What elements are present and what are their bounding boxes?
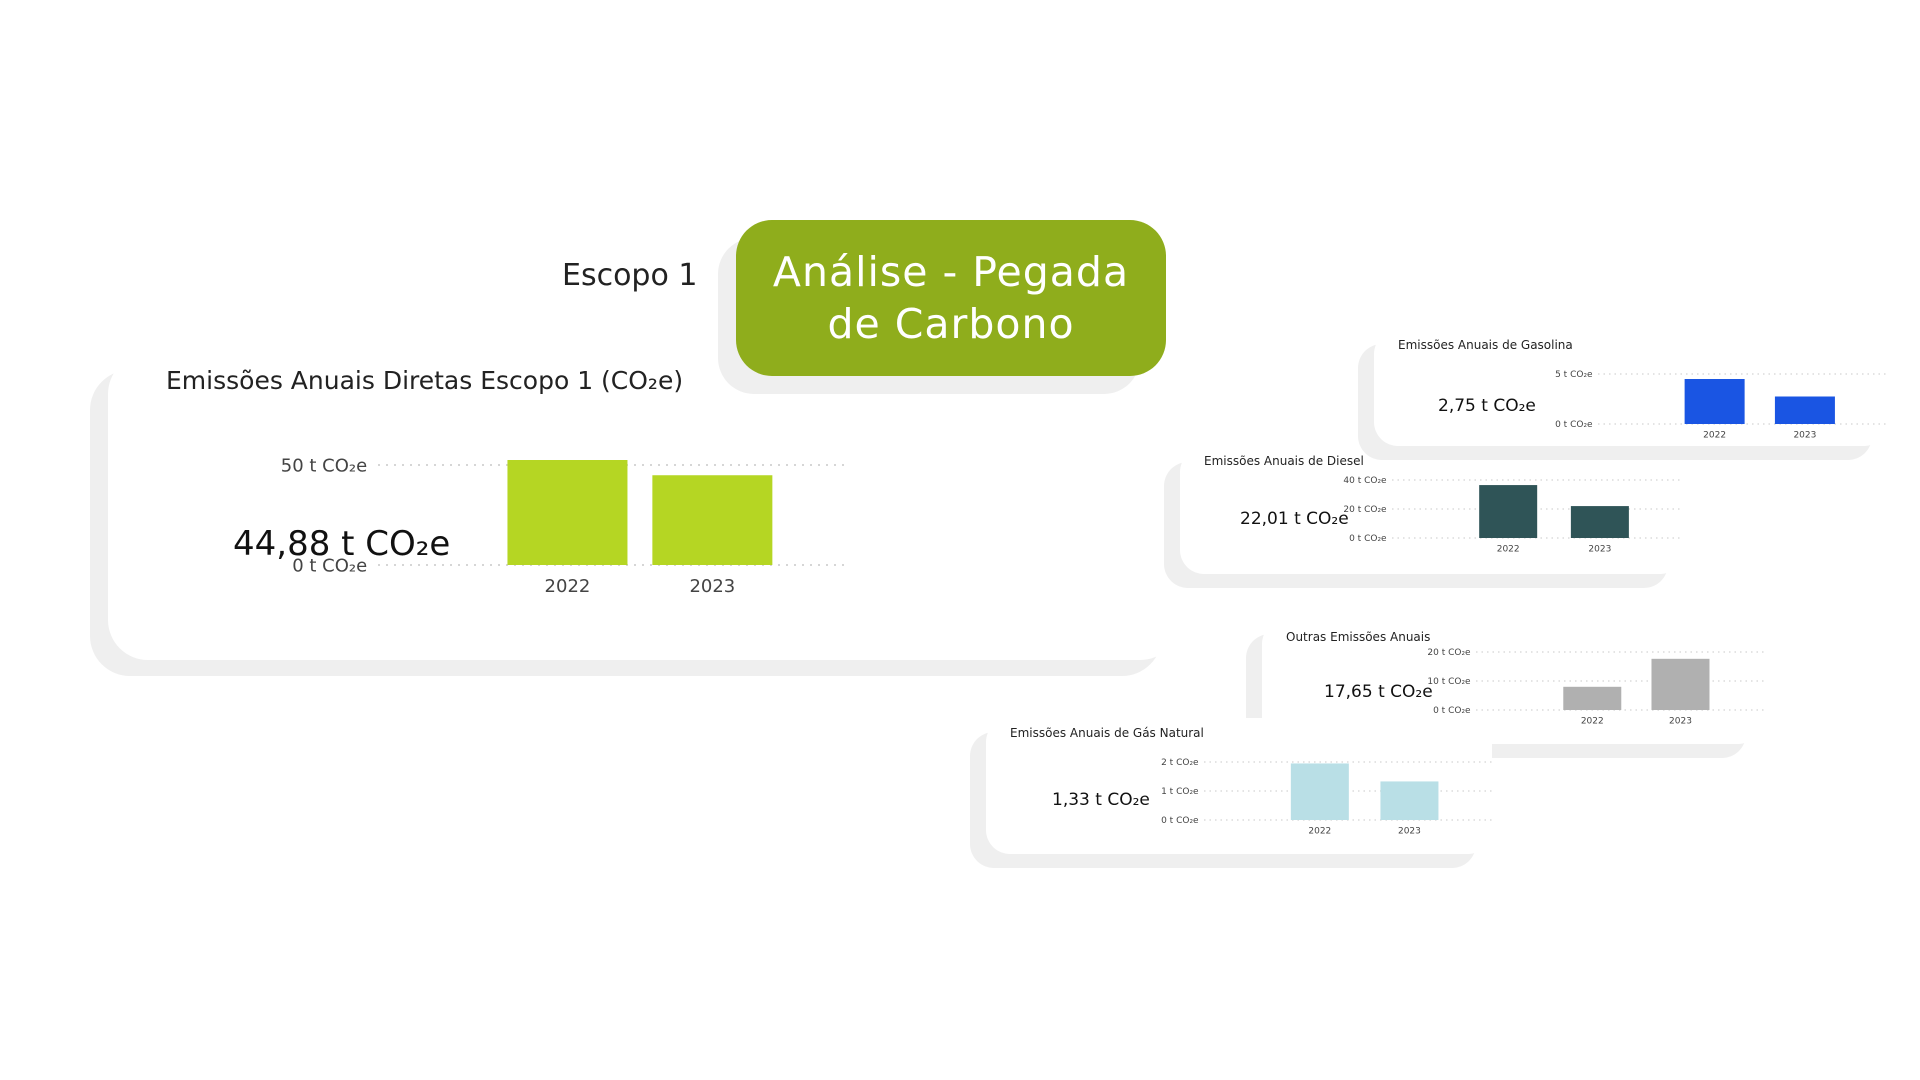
gasolina-kpi-value: 2,75 t CO₂e (1438, 396, 1536, 416)
bar-2022 (1290, 763, 1349, 820)
x-tick-label-2023: 2023 (1398, 827, 1421, 837)
main-card-title: Emissões Anuais Diretas Escopo 1 (CO₂e) (166, 366, 684, 395)
scope-label: Escopo 1 (562, 258, 698, 293)
gas-natural-kpi-value: 1,33 t CO₂e (1052, 790, 1150, 810)
x-tick-label-2023: 2023 (1793, 431, 1816, 441)
main-bar-chart: 0 t CO₂e 50 t CO₂e 2022 2023 (281, 455, 848, 597)
bar-2023 (1774, 396, 1835, 424)
y-tick-label: 50 t CO₂e (281, 455, 367, 476)
y-tick-label: 10 t CO₂e (1427, 677, 1471, 687)
y-tick-label: 0 t CO₂e (1433, 706, 1471, 716)
y-tick-label: 0 t CO₂e (1349, 534, 1387, 544)
diesel-card-title: Emissões Anuais de Diesel (1204, 454, 1364, 468)
bar-2022 (1684, 379, 1745, 424)
y-tick-label: 40 t CO₂e (1343, 476, 1387, 486)
bar-2023 (1380, 781, 1439, 820)
x-tick-label-2023: 2023 (1588, 545, 1611, 555)
x-tick-label-2022: 2022 (1308, 827, 1331, 837)
y-tick-label: 2 t CO₂e (1161, 758, 1199, 768)
gasolina-card: Emissões Anuais de Gasolina 2,75 t CO₂e … (1374, 330, 1888, 446)
x-tick-label-2022: 2022 (545, 576, 591, 597)
gas-natural-card-title: Emissões Anuais de Gás Natural (1010, 726, 1204, 740)
title-pill: Análise - Pegada de Carbono (736, 220, 1166, 376)
diesel-kpi-value: 22,01 t CO₂e (1240, 509, 1349, 529)
main-kpi-value: 44,88 t CO₂e (233, 524, 451, 564)
gasolina-card-title: Emissões Anuais de Gasolina (1398, 338, 1573, 352)
x-tick-label-2023: 2023 (689, 576, 735, 597)
bar-2023 (1570, 506, 1629, 538)
gas-natural-bar-chart: 0 t CO₂e 1 t CO₂e 2 t CO₂e 2022 2023 (1161, 758, 1492, 837)
bar-2023 (1651, 658, 1710, 710)
x-tick-label-2022: 2022 (1581, 717, 1604, 727)
gas-natural-card: Emissões Anuais de Gás Natural 1,33 t CO… (986, 718, 1492, 854)
x-tick-label-2022: 2022 (1703, 431, 1726, 441)
bar-2022 (1479, 485, 1538, 538)
x-tick-label-2023: 2023 (1669, 717, 1692, 727)
bar-2023 (652, 475, 773, 565)
main-emissions-card: Emissões Anuais Diretas Escopo 1 (CO₂e) … (108, 354, 1180, 660)
gasolina-bar-chart: 0 t CO₂e 5 t CO₂e 2022 2023 (1555, 370, 1888, 441)
outras-bar-chart: 0 t CO₂e 10 t CO₂e 20 t CO₂e 2022 2023 (1427, 648, 1764, 727)
title-pill-text: Análise - Pegada de Carbono (772, 248, 1130, 348)
y-tick-label: 20 t CO₂e (1427, 648, 1471, 658)
bar-2022 (1563, 686, 1622, 710)
outras-kpi-value: 17,65 t CO₂e (1324, 682, 1433, 702)
diesel-card: Emissões Anuais de Diesel 22,01 t CO₂e 0… (1180, 448, 1684, 574)
y-tick-label: 0 t CO₂e (1161, 816, 1199, 826)
y-tick-label: 1 t CO₂e (1161, 787, 1199, 797)
y-tick-label: 0 t CO₂e (1555, 420, 1593, 430)
outras-card-title: Outras Emissões Anuais (1286, 630, 1431, 644)
y-tick-label: 20 t CO₂e (1343, 505, 1387, 515)
x-tick-label-2022: 2022 (1497, 545, 1520, 555)
bar-2022 (507, 460, 628, 565)
y-tick-label: 5 t CO₂e (1555, 370, 1593, 380)
y-tick-label: 0 t CO₂e (292, 555, 367, 576)
diesel-bar-chart: 0 t CO₂e 20 t CO₂e 40 t CO₂e 2022 2023 (1343, 476, 1682, 555)
